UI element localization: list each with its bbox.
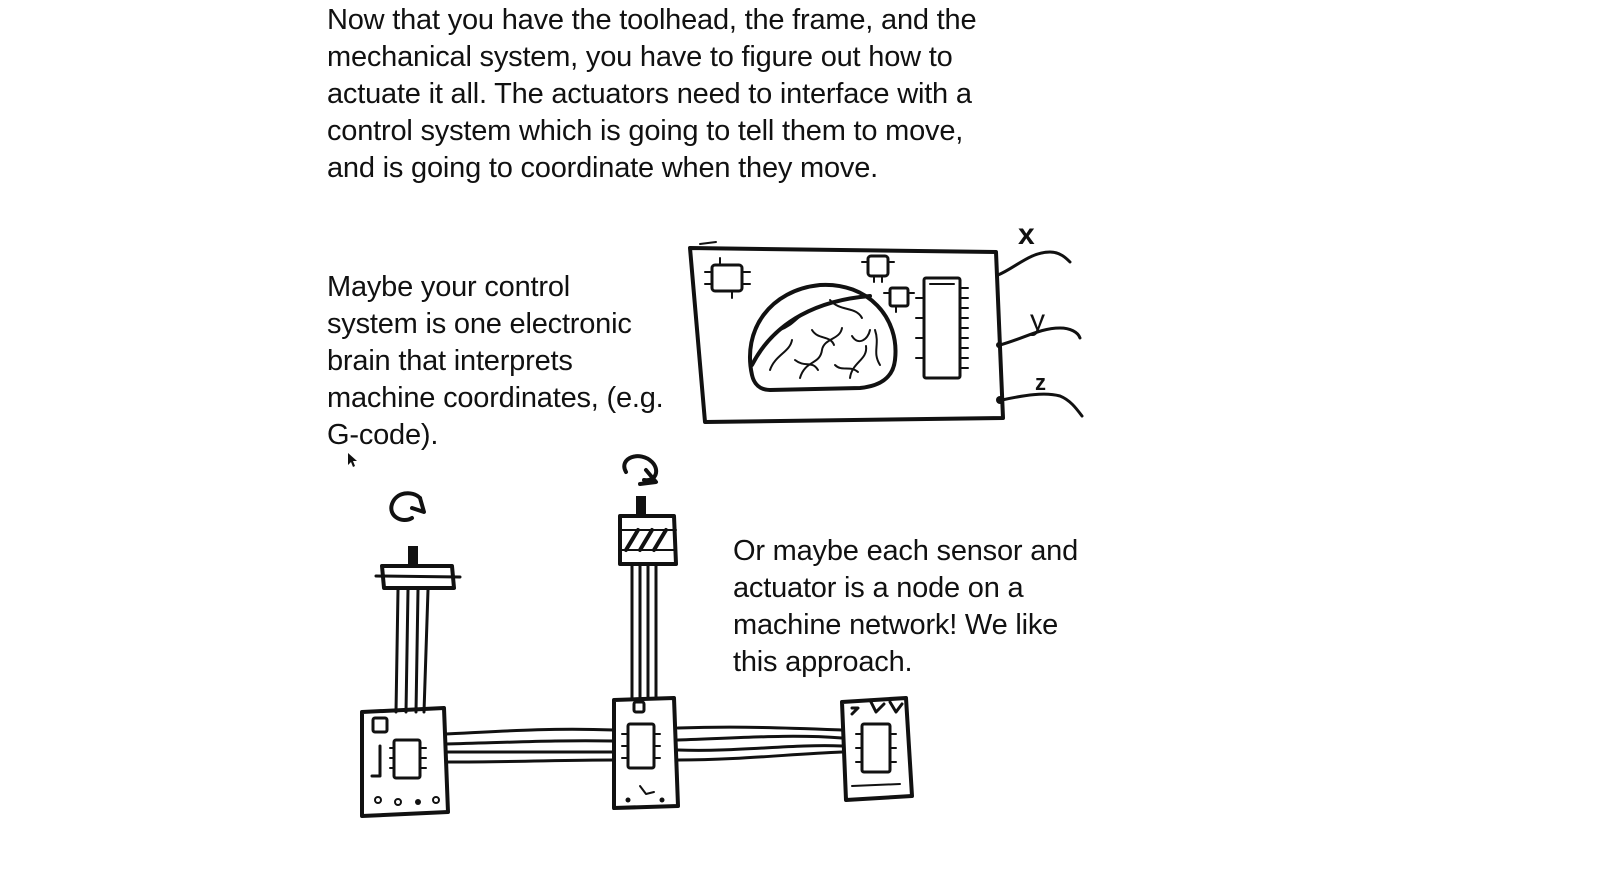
network-node-board-icon	[612, 696, 680, 810]
wire-z	[1000, 392, 1084, 418]
controller-board	[688, 241, 1084, 424]
caption-line: this approach.	[733, 646, 913, 678]
network-node-board-icon	[840, 696, 914, 802]
intro-line: Now that you have the toolhead, the fram…	[327, 4, 977, 36]
caption-line: Maybe your control	[327, 271, 571, 303]
intro-line: and is going to coordinate when they mov…	[327, 152, 879, 184]
caption-line: machine network! We like	[733, 609, 1059, 641]
stepper-motor-left	[374, 491, 462, 714]
axis-label-z: z	[1035, 370, 1046, 395]
brain-icon	[748, 282, 898, 392]
caption-line: brain that interprets	[327, 345, 573, 377]
stepper-motor-middle	[618, 454, 678, 700]
intro-paragraph: Now that you have the toolhead, the fram…	[327, 2, 977, 187]
chip-icon	[883, 286, 915, 313]
mouse-cursor-icon	[348, 453, 357, 467]
network-caption: Or maybe each sensor and actuator is a n…	[733, 533, 1078, 681]
intro-line: control system which is going to tell th…	[327, 115, 964, 147]
stepper-motor-icon	[380, 564, 456, 590]
central-brain-caption: Maybe your control system is one electro…	[327, 269, 664, 454]
caption-line: system is one electronic	[327, 308, 632, 340]
network-node-board-icon	[360, 706, 450, 818]
intro-line: mechanical system, you have to figure ou…	[327, 41, 953, 73]
chip-icon	[704, 257, 751, 299]
intro-line: actuate it all. The actuators need to in…	[327, 78, 972, 110]
axis-label-y: y	[1030, 304, 1045, 337]
ic-chip-icon	[915, 276, 969, 380]
caption-line: actuator is a node on a	[733, 572, 1024, 604]
caption-line: machine coordinates, (e.g.	[327, 382, 664, 414]
rotate-arrow-icon	[389, 491, 422, 523]
stepper-motor-icon	[618, 514, 678, 566]
wire-x	[996, 250, 1072, 277]
axis-label-x: x	[1018, 218, 1035, 251]
network-bus	[444, 725, 844, 764]
caption-line: G-code).	[327, 419, 439, 451]
circuit-board-icon	[688, 246, 1005, 424]
chip-icon	[861, 254, 895, 283]
caption-line: Or maybe each sensor and	[733, 535, 1078, 567]
wire-y	[998, 326, 1082, 347]
